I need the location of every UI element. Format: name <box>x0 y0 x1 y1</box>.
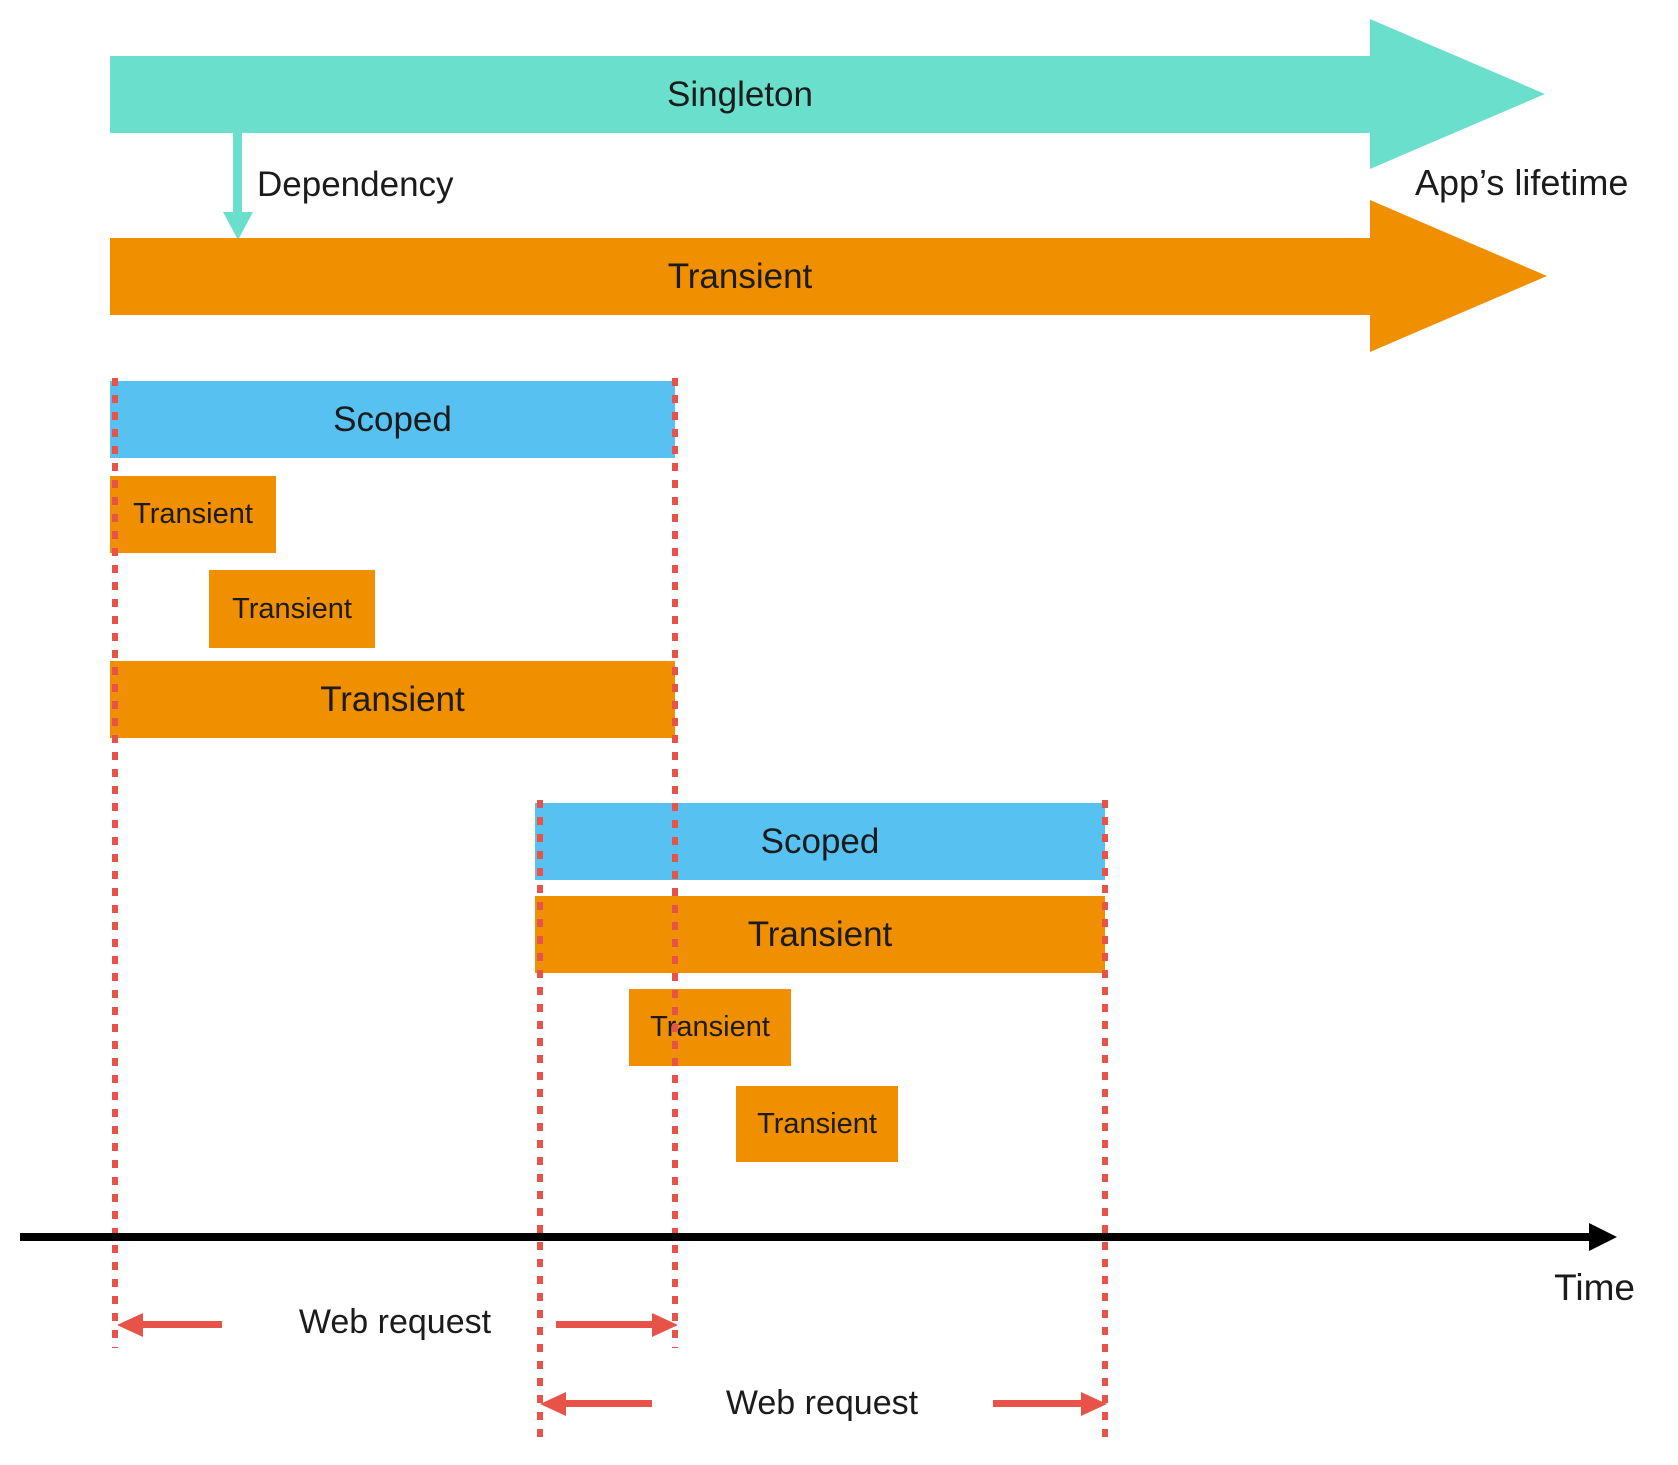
request1-end-boundary-line <box>672 378 678 1348</box>
request2-span-left-arrow-shaft <box>566 1400 652 1407</box>
transient-arrowhead-icon <box>1370 200 1547 352</box>
request2-web-request-label: Web request <box>725 1384 919 1422</box>
request1-web-request-label: Web request <box>298 1303 492 1341</box>
singleton-label: Singleton <box>667 75 813 114</box>
request2-transient-small-1-label: Transient <box>650 1011 770 1043</box>
request1-span-left-arrowhead-icon <box>117 1313 143 1337</box>
singleton-lifetime-bar: Singleton <box>110 56 1370 133</box>
request1-scoped-label: Scoped <box>333 400 452 439</box>
request1-transient-small-2-label: Transient <box>232 592 352 625</box>
dependency-label: Dependency <box>257 165 454 204</box>
request2-transient-large-label: Transient <box>747 915 893 954</box>
request2-transient-small-1: Transient <box>629 989 791 1066</box>
request1-span-right-arrowhead-icon <box>652 1313 678 1337</box>
request1-transient-large-label: Transient <box>320 680 465 719</box>
request1-transient-small-1-label: Transient <box>133 498 253 530</box>
request2-end-boundary-line <box>1102 800 1108 1443</box>
request2-transient-large: Transient <box>535 896 1105 973</box>
request1-start-boundary-line <box>112 378 118 1348</box>
request1-span-left-arrow-shaft <box>143 1321 222 1328</box>
time-axis-label: Time <box>1554 1267 1635 1308</box>
request2-span-left-arrowhead-icon <box>540 1392 566 1416</box>
request1-scoped-bar: Scoped <box>110 381 675 458</box>
request2-span-right-arrow-shaft <box>993 1400 1081 1407</box>
dependency-arrow-stem <box>233 133 242 213</box>
request2-transient-small-2-label: Transient <box>757 1107 877 1140</box>
transient-lifetime-bar: Transient <box>110 238 1370 315</box>
request2-start-boundary-line <box>537 800 543 1443</box>
dependency-arrowhead-icon <box>223 212 253 240</box>
request2-span-right-arrowhead-icon <box>1081 1392 1107 1416</box>
request1-transient-large: Transient <box>110 661 675 738</box>
transient-label: Transient <box>667 257 813 296</box>
request2-transient-small-2: Transient <box>736 1086 898 1162</box>
singleton-arrowhead-icon <box>1370 19 1545 169</box>
request2-scoped-label: Scoped <box>760 822 880 861</box>
request1-transient-small-2: Transient <box>209 570 375 648</box>
app-lifetime-label: App’s lifetime <box>1415 162 1629 203</box>
time-axis <box>20 1233 1590 1241</box>
request2-scoped-bar: Scoped <box>535 803 1105 880</box>
request1-transient-small-1: Transient <box>110 476 276 553</box>
time-axis-arrowhead-icon <box>1589 1223 1617 1251</box>
request1-span-right-arrow-shaft <box>556 1321 652 1328</box>
